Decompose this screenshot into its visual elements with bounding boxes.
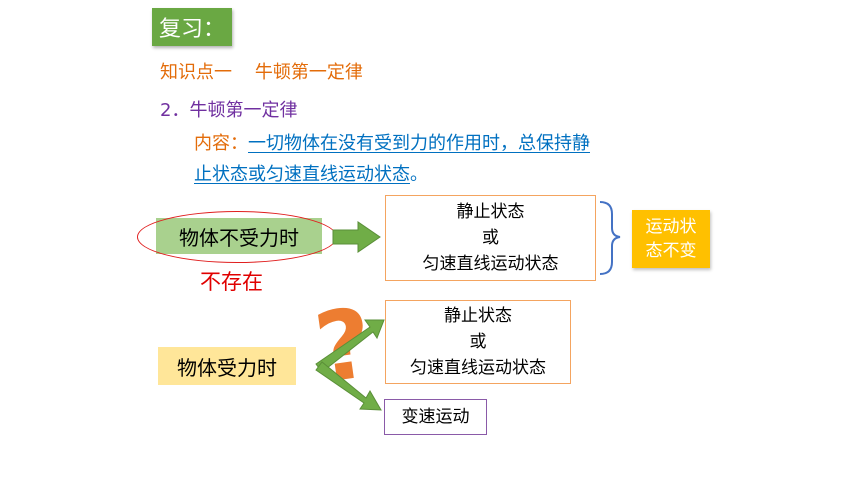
section-title: 知识点一 牛顿第一定律: [160, 62, 363, 83]
motion-unchanged-line-2: 态不变: [645, 241, 697, 261]
not-exist-note: 不存在: [200, 270, 263, 294]
state-box-with-force: 静止状态 或 匀速直线运动状态: [385, 300, 571, 384]
state-line-3: 匀速直线运动状态: [410, 358, 546, 378]
state-box-no-force: 静止状态 或 匀速直线运动状态: [385, 195, 596, 281]
state-line-2: 或: [469, 332, 487, 352]
content-text-2-end: 。: [410, 164, 428, 185]
content-label: 内容：: [194, 133, 248, 154]
with-force-label: 物体受力时: [158, 347, 296, 385]
state-line-3: 匀速直线运动状态: [422, 254, 559, 274]
bracket-icon: [599, 201, 621, 275]
content-line-1: 内容：一切物体在没有受到力的作用时，总保持静: [194, 129, 590, 155]
law-title: 2．牛顿第一定律: [160, 100, 298, 121]
state-line-1: 静止状态: [456, 202, 525, 222]
arrow-up-right-icon: [315, 319, 385, 373]
motion-unchanged-box: 运动状 态不变: [632, 210, 710, 268]
review-tag: 复习：: [152, 8, 232, 46]
content-line-2: 止状态或匀速直线运动状态。: [194, 160, 428, 186]
arrow-down-right-icon: [315, 361, 382, 411]
content-text-2: 止状态或匀速直线运动状态: [194, 164, 410, 185]
arrow-right-icon: [332, 221, 381, 253]
variable-motion-box: 变速运动: [384, 399, 487, 435]
state-line-1: 静止状态: [444, 306, 512, 326]
content-text-1: 一切物体在没有受到力的作用时，总保持静: [248, 133, 590, 154]
state-line-2: 或: [482, 228, 499, 248]
motion-unchanged-line-1: 运动状: [645, 217, 697, 237]
